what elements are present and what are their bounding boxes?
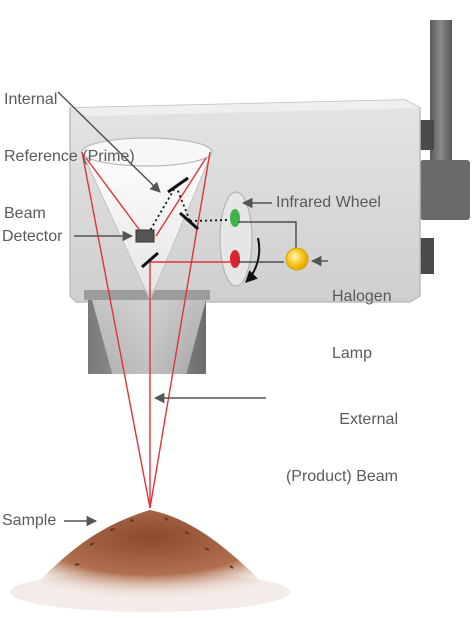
illumination-cone (92, 300, 206, 512)
label-infrared-wheel: Infrared Wheel (276, 194, 381, 211)
label-internal-reference-line1: Internal (4, 91, 58, 108)
infrared-wheel (219, 191, 253, 287)
mounting-clamp-lower (418, 238, 434, 274)
label-external-beam: External (Product) Beam (262, 372, 398, 524)
red-beams (81, 151, 230, 509)
mounting-post (430, 20, 452, 170)
label-internal-reference-line2: Reference (Prime) (4, 148, 135, 165)
sample-texture (74, 517, 234, 569)
lamp-wiring (238, 221, 297, 263)
filter-green (230, 209, 240, 227)
label-halogen-lamp: Halogen Lamp (332, 249, 392, 401)
external-beam-left (81, 151, 151, 509)
label-detector: Detector (2, 228, 63, 245)
collector-ray-left (85, 157, 145, 237)
lower-body-rim (84, 290, 210, 300)
wheel-rotation-arrow (245, 237, 261, 283)
halogen-lamp (285, 247, 309, 271)
mirror-middle (179, 211, 199, 231)
mirror-upper (167, 176, 189, 194)
label-internal-reference: Internal Reference (Prime) Beam (4, 52, 135, 261)
detector (135, 229, 155, 243)
sample-mound (20, 510, 280, 600)
housing-top-edge (70, 100, 420, 116)
filter-red (230, 250, 240, 268)
leader-internal-reference (57, 91, 161, 193)
label-external-beam-line2: (Product) Beam (285, 468, 398, 485)
leader-lines (57, 91, 328, 527)
mounting-block (420, 160, 470, 220)
label-halogen-lamp-line2: Lamp (332, 345, 373, 362)
mounting-clamp-upper (418, 120, 434, 150)
label-halogen-lamp-line1: Halogen (332, 288, 392, 305)
label-sample: Sample (2, 512, 57, 529)
label-external-beam-line1: External (339, 411, 398, 428)
label-internal-reference-line3: Beam (4, 205, 46, 222)
mirror-lower (141, 251, 159, 269)
collector-ray-right (155, 157, 207, 237)
external-beam-right (149, 151, 211, 509)
reference-beam (147, 185, 229, 235)
